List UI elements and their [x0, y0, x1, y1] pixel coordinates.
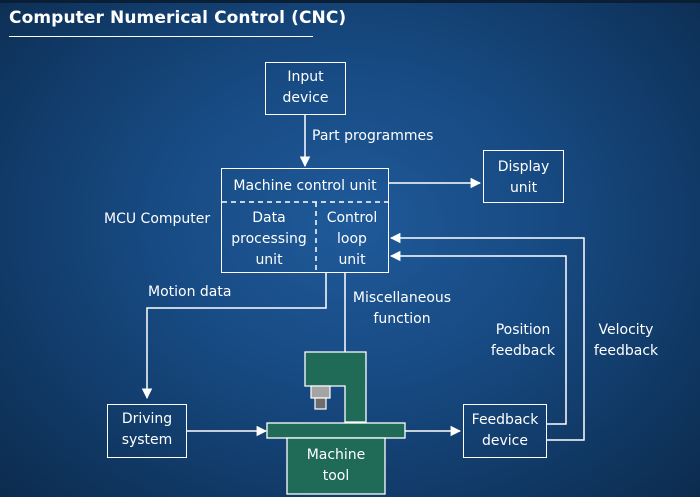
- arrow-velocity-feedback: [389, 232, 585, 441]
- input-device-label-1: Input: [287, 69, 324, 85]
- arrow-motion-data: [141, 273, 327, 400]
- machine-table: [266, 422, 406, 439]
- spindle-head: [310, 385, 331, 399]
- machine-base: [286, 437, 386, 495]
- driving-system-box: [107, 404, 187, 458]
- machine-column-drawing: [304, 351, 367, 423]
- control-loop-label-1: Control: [326, 210, 378, 226]
- input-device-label-2: device: [282, 90, 329, 106]
- feedback-device-box: [463, 404, 547, 458]
- label-position-feedback-2: feedback: [490, 343, 556, 359]
- driving-system-label-1: Driving: [121, 411, 173, 427]
- arrow-position-feedback: [389, 250, 567, 425]
- machine-tool-label-1: Machine: [306, 447, 366, 463]
- feedback-device-label-1: Feedback: [471, 412, 539, 428]
- label-mcu-computer: MCU Computer: [104, 211, 211, 227]
- machine-control-unit-box: [221, 168, 389, 273]
- display-unit-box: [483, 150, 564, 203]
- data-processing-label-3: unit: [255, 252, 283, 268]
- control-loop-label-2: loop: [337, 231, 367, 247]
- display-unit-label-1: Display: [497, 159, 550, 175]
- mcu-header: Machine control unit: [233, 178, 377, 194]
- title-underline: [9, 36, 313, 37]
- top-bar: [0, 0, 700, 3]
- label-velocity-feedback-1: Velocity: [598, 322, 654, 338]
- label-misc-function-2: function: [373, 311, 431, 327]
- machine-column: [304, 351, 367, 423]
- label-part-programmes: Part programmes: [312, 128, 434, 144]
- control-loop-label-3: unit: [338, 252, 366, 268]
- machine-tool-label-2: tool: [322, 468, 350, 484]
- input-device-box: [265, 62, 346, 115]
- data-processing-label-2: processing: [231, 231, 307, 247]
- cutting-tool: [314, 397, 327, 410]
- label-misc-function-1: Miscellaneous: [352, 290, 452, 306]
- data-processing-label-1: Data: [252, 210, 286, 226]
- page-title: Computer Numerical Control (CNC): [9, 8, 347, 28]
- label-position-feedback-1: Position: [495, 322, 551, 338]
- display-unit-label-2: unit: [509, 180, 538, 196]
- feedback-device-label-2: device: [482, 433, 528, 449]
- label-velocity-feedback-2: feedback: [593, 343, 659, 359]
- driving-system-label-2: system: [121, 432, 173, 448]
- label-motion-data: Motion data: [148, 284, 232, 300]
